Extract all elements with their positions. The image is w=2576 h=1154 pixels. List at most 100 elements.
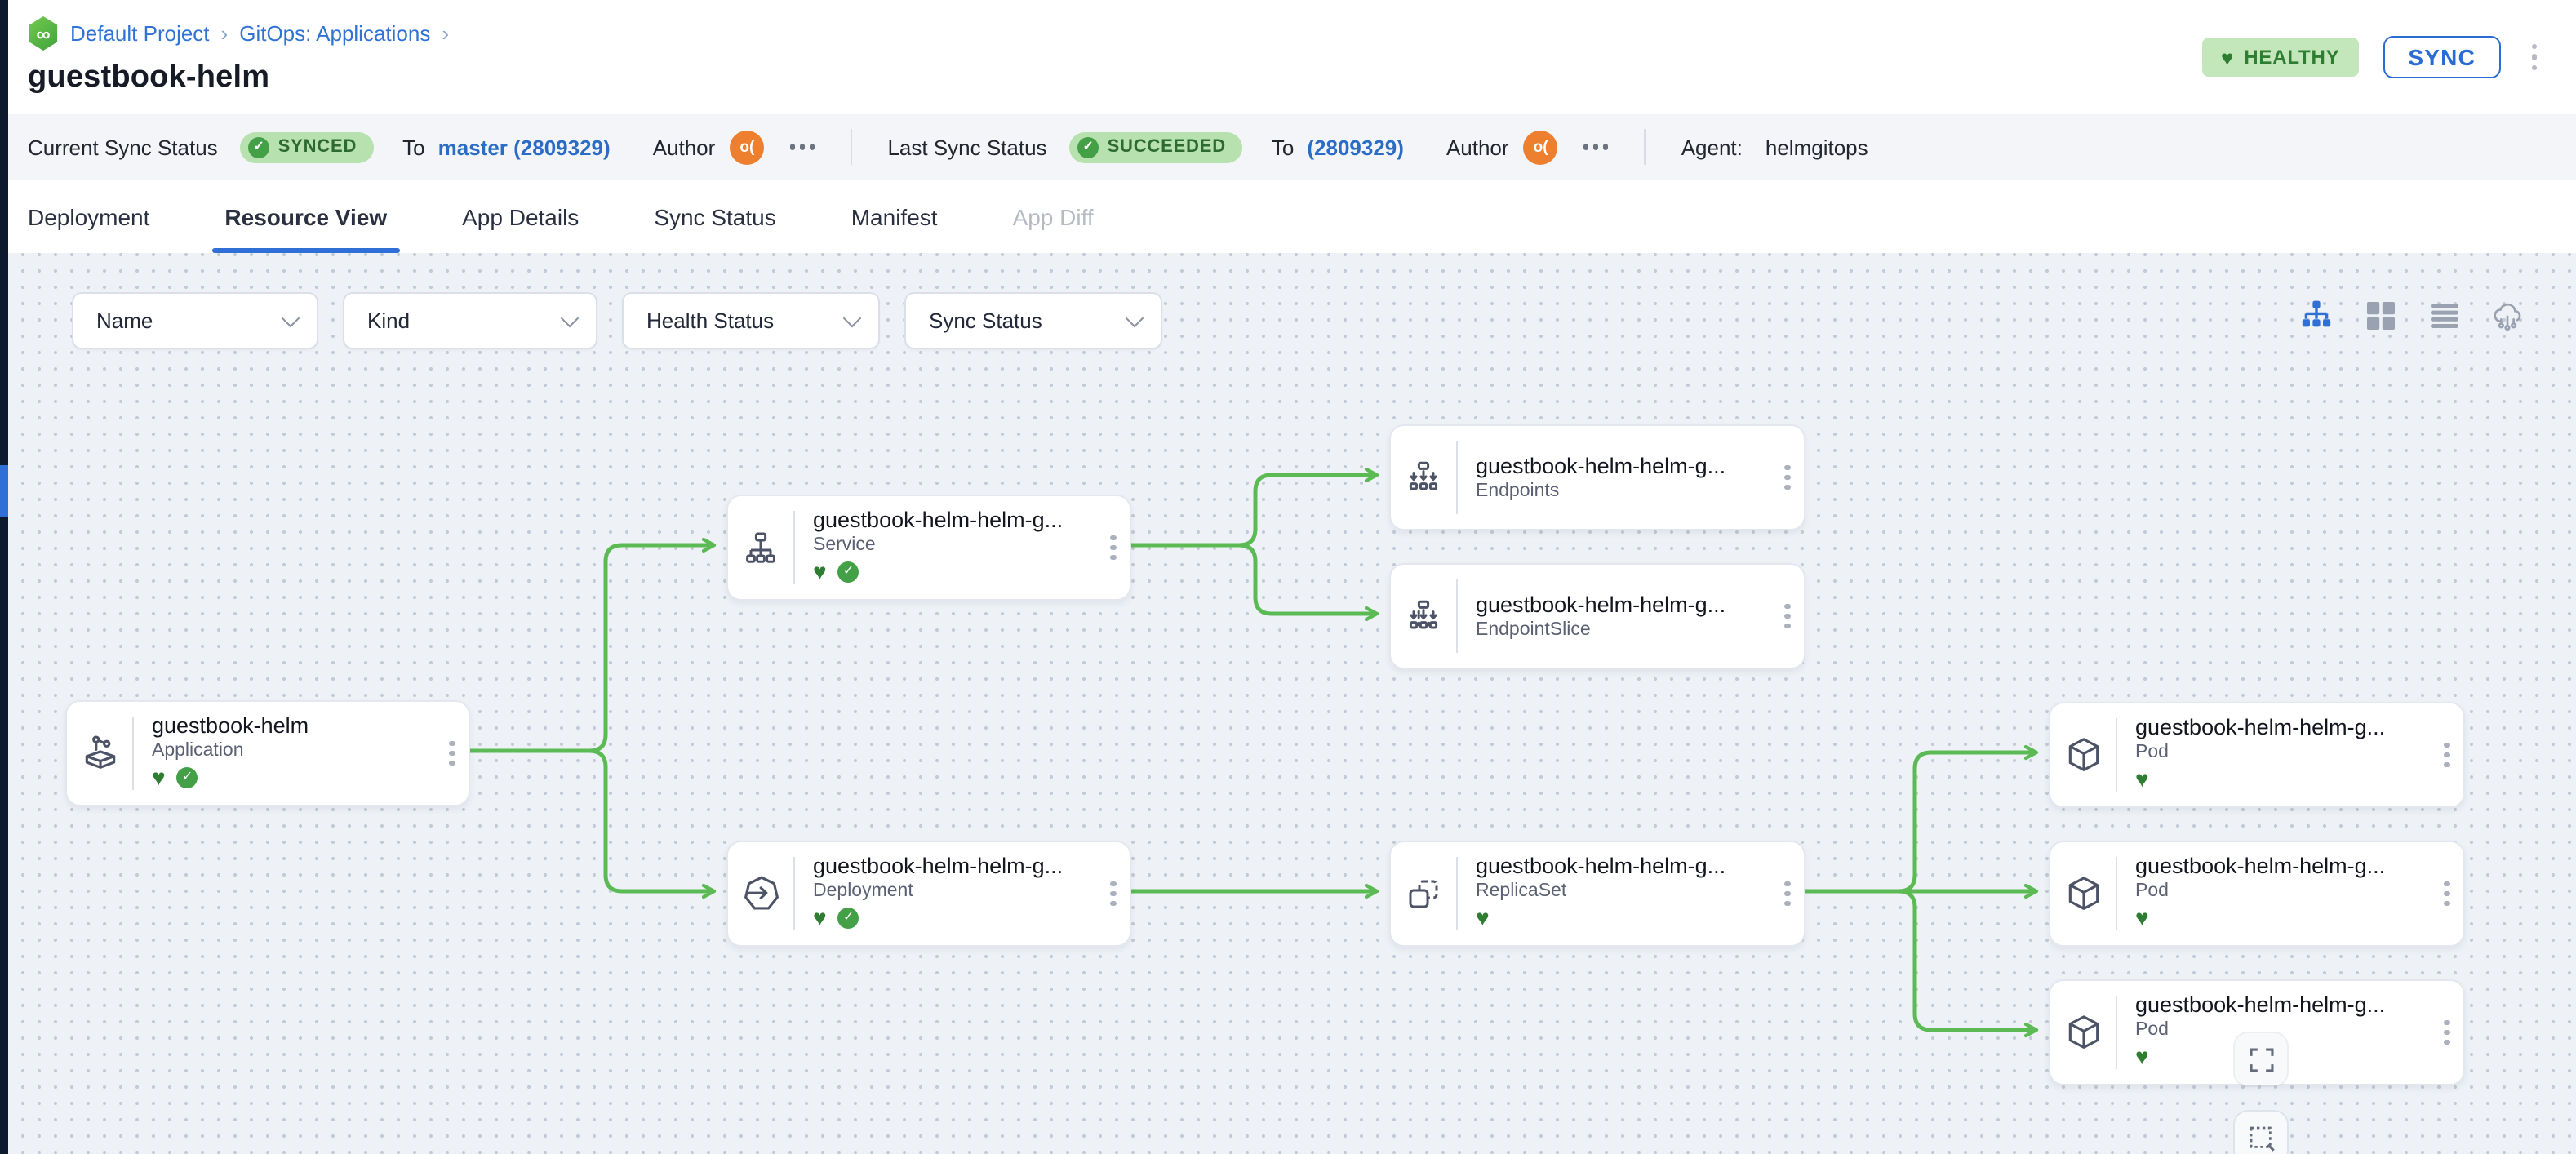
filter-health-status-dropdown[interactable]: Health Status (622, 292, 880, 349)
page-header: ∞ Default Project › GitOps: Applications… (8, 0, 2576, 116)
node-kind: ReplicaSet (1476, 881, 1567, 901)
node-title: guestbook-helm-helm-g... (813, 508, 1064, 532)
succeeded-badge: ✓ SUCCEEDED (1069, 131, 1242, 162)
tree-view-icon[interactable] (2300, 299, 2333, 331)
header-actions: ♥ HEALTHY SYNC (2201, 0, 2576, 114)
node-menu-icon[interactable] (1771, 426, 1804, 529)
node-menu-icon[interactable] (1771, 565, 1804, 668)
node-endpoints[interactable]: guestbook-helm-helm-g... Endpoints (1389, 424, 1805, 530)
agent-value: helmgitops (1765, 135, 1868, 159)
synced-check-icon: ✓ (837, 907, 859, 928)
node-pod-2[interactable]: guestbook-helm-helm-g... Pod ♥ (2049, 841, 2465, 947)
fit-view-button[interactable] (2235, 1033, 2287, 1085)
node-menu-icon[interactable] (2431, 981, 2463, 1084)
node-menu-icon[interactable] (1097, 496, 1130, 599)
last-sync-status-label: Last Sync Status (887, 135, 1047, 159)
node-application-guestbook-helm[interactable]: guestbook-helm Application ♥ ✓ (65, 700, 470, 806)
breadcrumb-separator: › (220, 21, 229, 46)
filter-health-status-label: Health Status (646, 308, 775, 333)
breadcrumb-project-link[interactable]: Default Project (70, 21, 210, 46)
tab-bar: Deployment Resource View App Details Syn… (8, 180, 2576, 255)
resource-tree-canvas[interactable]: Name Kind Health Status Sync Status (8, 253, 2576, 1154)
tab-resource-view[interactable]: Resource View (211, 180, 401, 253)
network-view-icon[interactable] (2491, 299, 2524, 331)
deployment-icon (728, 842, 793, 945)
tab-deployment[interactable]: Deployment (28, 203, 150, 229)
expand-corners-icon (2249, 1047, 2273, 1072)
healthy-heart-icon: ♥ (2135, 766, 2149, 792)
filter-sync-status-label: Sync Status (929, 308, 1042, 333)
current-revision-link[interactable]: master (2809329) (437, 135, 611, 159)
breadcrumb-applications-link[interactable]: GitOps: Applications (239, 21, 431, 46)
health-status-badge: ♥ HEALTHY (2201, 38, 2360, 77)
to-label: To (402, 135, 425, 159)
heart-icon: ♥ (2221, 45, 2235, 69)
tab-app-diff[interactable]: App Diff (1012, 203, 1094, 229)
node-replicaset[interactable]: guestbook-helm-helm-g... ReplicaSet ♥ (1389, 841, 1805, 947)
view-mode-switcher (2300, 299, 2524, 331)
tab-manifest[interactable]: Manifest (851, 203, 938, 229)
healthy-heart-icon: ♥ (2135, 1043, 2149, 1069)
node-kind: Deployment (813, 881, 913, 901)
header-left: ∞ Default Project › GitOps: Applications… (8, 0, 449, 114)
application-icon (67, 702, 132, 805)
node-menu-icon[interactable] (2431, 842, 2463, 945)
author-avatar: o( (730, 130, 765, 164)
chevron-down-icon (281, 308, 300, 327)
filter-kind-label: Kind (367, 308, 411, 333)
node-service[interactable]: guestbook-helm-helm-g... Service ♥ ✓ (726, 495, 1131, 601)
more-actions-icon[interactable] (1583, 144, 1608, 150)
collapsed-nav-rail[interactable] (0, 0, 8, 1154)
list-view-icon[interactable] (2427, 299, 2460, 331)
node-title: guestbook-helm-helm-g... (1476, 854, 1726, 878)
more-actions-icon[interactable] (2525, 38, 2543, 78)
node-title: guestbook-helm-helm-g... (813, 854, 1064, 878)
node-deployment[interactable]: guestbook-helm-helm-g... Deployment ♥ ✓ (726, 841, 1131, 947)
check-circle-icon: ✓ (1077, 136, 1099, 158)
node-menu-icon[interactable] (1771, 842, 1804, 945)
resource-tree-edges (464, 253, 2576, 1154)
healthy-heart-icon: ♥ (1476, 904, 1490, 930)
healthy-heart-icon: ♥ (813, 904, 827, 930)
health-badge-label: HEALTHY (2244, 46, 2340, 69)
author-label: Author (652, 135, 716, 159)
grid-view-icon[interactable] (2364, 299, 2396, 331)
node-kind: Endpoints (1476, 482, 1560, 501)
current-sync-status-label: Current Sync Status (28, 135, 218, 159)
endpoints-icon (1391, 426, 1456, 529)
filter-sync-status-dropdown[interactable]: Sync Status (904, 292, 1162, 349)
filter-bar: Name Kind Health Status Sync Status (72, 292, 1162, 349)
divider (850, 129, 852, 165)
node-kind: Application (152, 741, 244, 761)
tab-sync-status[interactable]: Sync Status (654, 203, 776, 229)
node-kind: Service (813, 535, 876, 555)
pod-icon (2050, 981, 2116, 1084)
node-kind: EndpointSlice (1476, 620, 1591, 640)
page-title: guestbook-helm (28, 60, 270, 95)
endpointslice-icon (1391, 565, 1456, 668)
node-kind: Pod (2135, 1020, 2169, 1040)
sync-button[interactable]: SYNC (2383, 36, 2500, 78)
node-menu-icon[interactable] (1097, 842, 1130, 945)
node-endpointslice[interactable]: guestbook-helm-helm-g... EndpointSlice (1389, 563, 1805, 669)
synced-badge-label: SYNCED (278, 137, 358, 157)
selection-mode-button[interactable] (2235, 1112, 2287, 1154)
check-circle-icon: ✓ (248, 136, 270, 158)
pod-icon (2050, 703, 2116, 806)
node-title: guestbook-helm (152, 713, 309, 738)
filter-name-label: Name (96, 308, 153, 333)
last-revision-link[interactable]: (2809329) (1307, 135, 1404, 159)
node-menu-icon[interactable] (2431, 703, 2463, 806)
healthy-heart-icon: ♥ (152, 764, 166, 790)
nav-rail-active-indicator (0, 465, 8, 517)
filter-name-dropdown[interactable]: Name (72, 292, 318, 349)
pod-icon (2050, 842, 2116, 945)
chevron-down-icon (560, 308, 580, 327)
filter-kind-dropdown[interactable]: Kind (343, 292, 597, 349)
more-actions-icon[interactable] (790, 144, 815, 150)
node-menu-icon[interactable] (436, 702, 469, 805)
node-title: guestbook-helm-helm-g... (1476, 454, 1726, 478)
node-pod-1[interactable]: guestbook-helm-helm-g... Pod ♥ (2049, 702, 2465, 808)
node-title: guestbook-helm-helm-g... (2135, 715, 2386, 739)
tab-app-details[interactable]: App Details (462, 203, 580, 229)
